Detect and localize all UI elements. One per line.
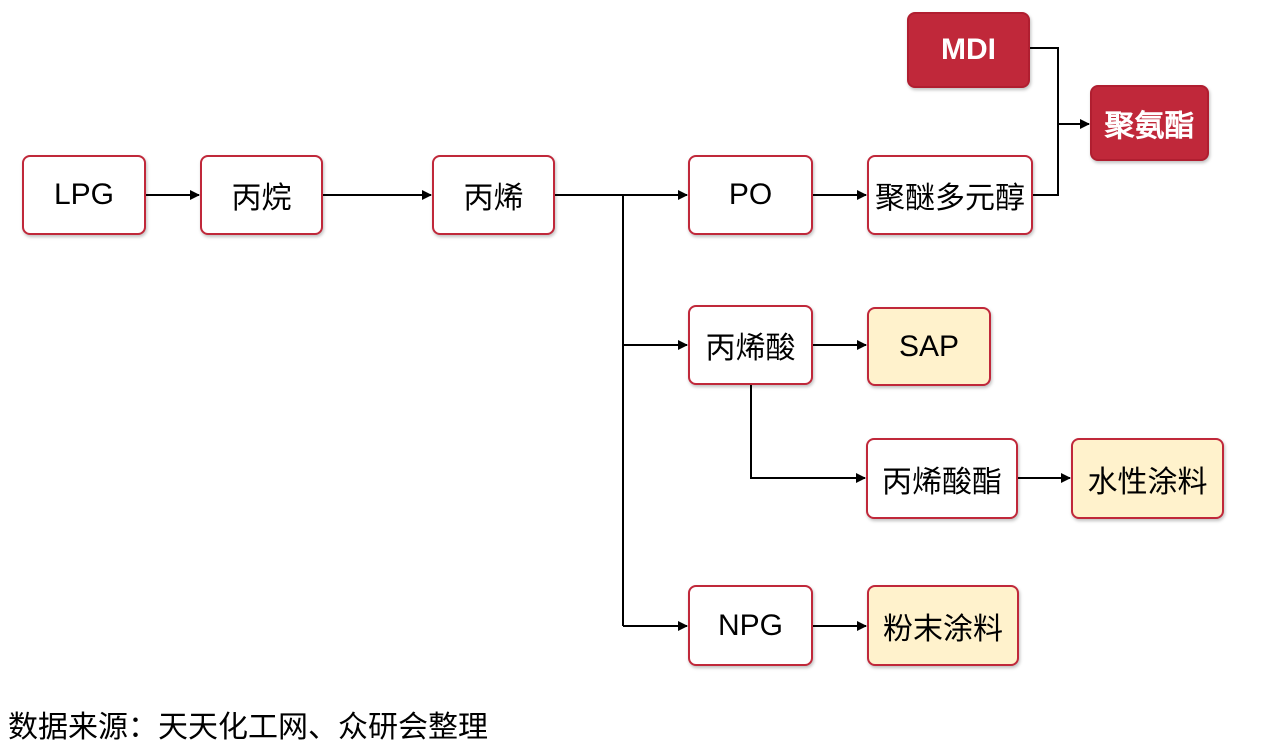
connector-mdi-join bbox=[1030, 47, 1059, 124]
node-mdi: MDI bbox=[907, 12, 1030, 88]
arrow-acrylic-acid-acrylate bbox=[750, 385, 866, 483]
node-water-paint: 水性涂料 bbox=[1071, 438, 1224, 519]
source-note: 数据来源：天天化工网、众研会整理 bbox=[8, 710, 488, 745]
node-powder-coating: 粉末涂料 bbox=[867, 585, 1019, 666]
node-acrylic-acid: 丙烯酸 bbox=[688, 305, 813, 385]
node-propane: 丙烷 bbox=[200, 155, 323, 235]
node-po: PO bbox=[688, 155, 813, 235]
connector-polyether-join bbox=[1033, 124, 1059, 196]
node-polyurethane: 聚氨酯 bbox=[1090, 85, 1209, 161]
node-propylene: 丙烯 bbox=[432, 155, 555, 235]
node-acrylate: 丙烯酸酯 bbox=[866, 438, 1018, 519]
node-npg: NPG bbox=[688, 585, 813, 666]
node-polyether-polyol: 聚醚多元醇 bbox=[867, 155, 1033, 235]
node-lpg: LPG bbox=[22, 155, 146, 235]
node-sap: SAP bbox=[867, 307, 991, 386]
